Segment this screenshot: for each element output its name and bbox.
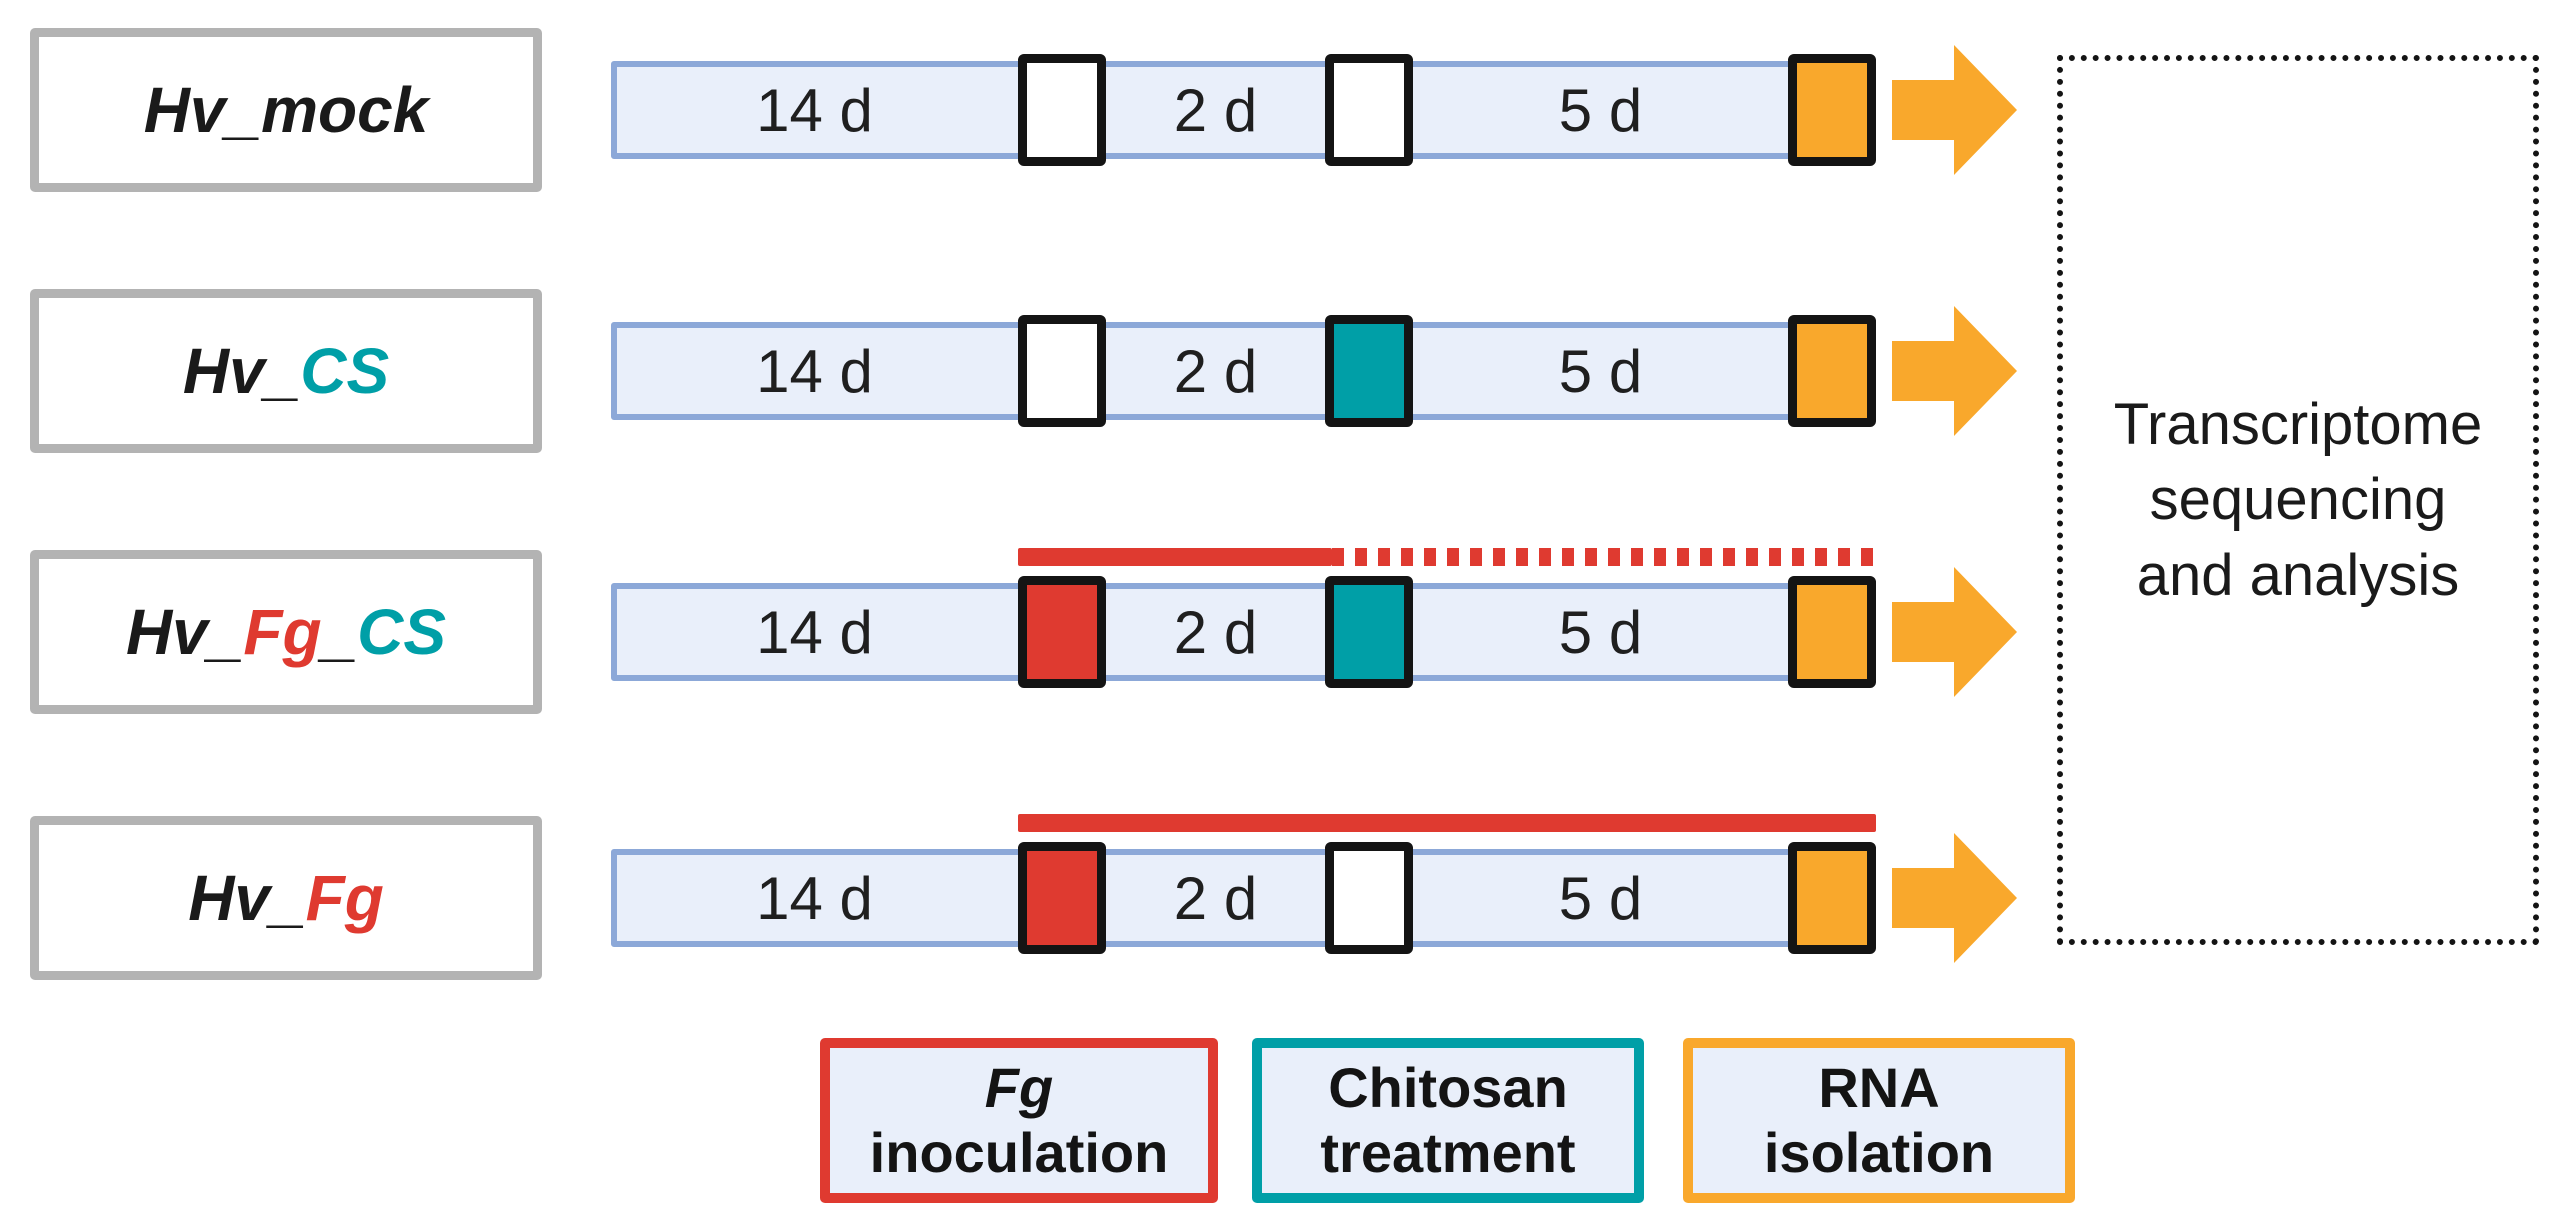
output-box-line: sequencing (2149, 467, 2447, 533)
timeline-bar (611, 61, 1876, 159)
fg-inoculation-square (1018, 576, 1106, 688)
condition-label: Hv_Fg_CS (125, 596, 447, 668)
condition-label: Hv_Fg (188, 862, 384, 934)
duration-label-14d: 14 d (756, 864, 873, 932)
rna-isolation-square (1788, 315, 1876, 427)
output-box-line: Transcriptome (2113, 391, 2483, 457)
rna-isolation-square (1788, 842, 1876, 954)
legend-label-line: inoculation (869, 1120, 1169, 1184)
legend-chitosan-treatment: Chitosan treatment (1252, 1038, 1644, 1203)
duration-label-14d: 14 d (756, 76, 873, 144)
timeline-bar (611, 322, 1876, 420)
transcriptome-output-box: Transcriptome sequencing and analysis (2057, 55, 2539, 945)
arrow-right-icon (1892, 833, 2017, 963)
chitosan-treatment-square (1325, 576, 1413, 688)
inoculation-point-square (1018, 315, 1106, 427)
duration-label-14d: 14 d (756, 337, 873, 405)
legend-label-line: Chitosan (1328, 1055, 1568, 1119)
rna-isolation-square (1788, 576, 1876, 688)
rna-isolation-square (1788, 54, 1876, 166)
duration-label-5d: 5 d (1558, 864, 1643, 932)
treatment-point-square (1325, 54, 1413, 166)
arrow-right-icon (1892, 567, 2017, 697)
arrow-right-icon (1892, 306, 2017, 436)
duration-label-5d: 5 d (1558, 598, 1643, 666)
legend-label-line: isolation (1763, 1120, 1995, 1184)
condition-label-box-hv-fg: Hv_Fg (30, 816, 542, 980)
condition-label: Hv_mock (143, 74, 429, 146)
fg-inoculation-square (1018, 842, 1106, 954)
condition-label-box-hv-cs: Hv_CS (30, 289, 542, 453)
legend-label-line: treatment (1320, 1120, 1576, 1184)
duration-label-5d: 5 d (1558, 76, 1643, 144)
output-box-line: and analysis (2136, 542, 2460, 608)
duration-label-2d: 2 d (1173, 337, 1258, 405)
legend-rna-isolation: RNA isolation (1683, 1038, 2075, 1203)
duration-label-5d: 5 d (1558, 337, 1643, 405)
condition-label-box-hv-fg-cs: Hv_Fg_CS (30, 550, 542, 714)
legend-fg-inoculation: Fg inoculation (820, 1038, 1218, 1203)
fg-infection-line-solid (1018, 548, 1332, 566)
duration-label-2d: 2 d (1173, 864, 1258, 932)
inoculation-point-square (1018, 54, 1106, 166)
chitosan-treatment-square (1325, 315, 1413, 427)
fg-infection-line-solid (1018, 814, 1876, 832)
condition-label-box-hv-mock: Hv_mock (30, 28, 542, 192)
arrow-right-icon (1892, 45, 2017, 175)
condition-label: Hv_CS (182, 335, 390, 407)
duration-label-2d: 2 d (1173, 76, 1258, 144)
timeline-bar (611, 583, 1876, 681)
legend-label-line: Fg (984, 1055, 1054, 1119)
fg-infection-line-dashed (1332, 548, 1876, 566)
timeline-bar (611, 849, 1876, 947)
legend-label-line: RNA (1818, 1055, 1940, 1119)
duration-label-2d: 2 d (1173, 598, 1258, 666)
treatment-point-square (1325, 842, 1413, 954)
duration-label-14d: 14 d (756, 598, 873, 666)
